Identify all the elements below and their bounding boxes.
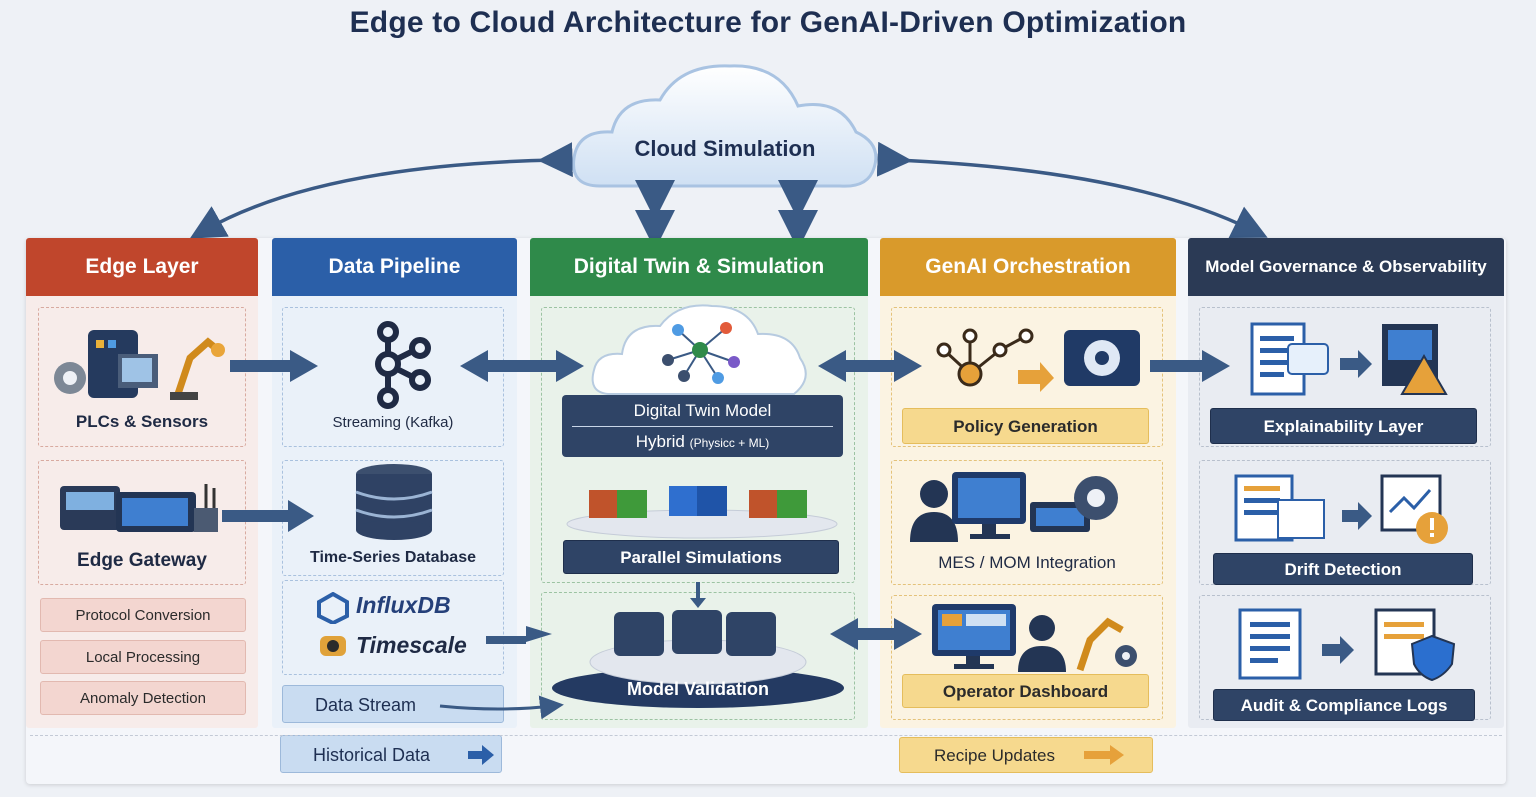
audit-logs-bar: Audit & Compliance Logs	[1213, 689, 1475, 721]
arrow-right-icon	[468, 745, 494, 765]
edge-gateway-box	[38, 460, 246, 585]
plcs-sensors-box	[38, 307, 246, 447]
mes-box	[891, 460, 1163, 585]
streaming-kafka-label: Streaming (Kafka)	[332, 414, 454, 431]
timescale-label: Timescale	[356, 632, 467, 658]
anomaly-detection-item: Anomaly Detection	[40, 681, 246, 715]
genai-header: GenAI Orchestration	[880, 238, 1176, 296]
explainability-layer-bar: Explainability Layer	[1210, 408, 1477, 444]
plc-sensor-icon	[54, 330, 225, 400]
data-stream-bar: Data Stream	[282, 685, 504, 723]
edge-gateway-label: Edge Gateway	[77, 550, 207, 571]
cloud-icon	[572, 64, 878, 188]
plcs-sensors-label: PLCs & Sensors	[75, 412, 209, 431]
hybrid-sub-label: (Physicc + ML)	[689, 436, 770, 450]
edge-layer-header: Edge Layer	[26, 238, 258, 296]
dashboard-box	[891, 595, 1163, 720]
influxdb-label: InfluxDB	[356, 592, 451, 618]
gateway-device-icon	[60, 484, 218, 532]
policy-box	[891, 307, 1163, 447]
drift-detection-bar: Drift Detection	[1213, 553, 1473, 585]
model-validation-label: Model Validation	[626, 679, 769, 699]
hybrid-label: Hybrid	[635, 432, 685, 451]
twin-network-cloud-icon	[591, 304, 807, 395]
card-divider	[572, 426, 833, 427]
cloud-simulation-label: Cloud Simulation	[634, 136, 816, 161]
policy-generation-bar: Policy Generation	[902, 408, 1149, 444]
mes-integration-label: MES / MOM Integration	[938, 553, 1116, 572]
hybrid-label-row: Hybrid (Physicc + ML)	[562, 432, 843, 452]
validation-platform-icon	[552, 582, 844, 708]
influxdb-logo-icon	[317, 592, 349, 624]
bottom-separator	[30, 735, 1502, 736]
governance-header: Model Governance & Observability	[1188, 238, 1504, 296]
historical-data-bar: Historical Data	[280, 735, 502, 773]
local-processing-item: Local Processing	[40, 640, 246, 674]
explainability-box	[1199, 307, 1491, 447]
parallel-simulations-bar: Parallel Simulations	[563, 540, 839, 574]
policy-network-icon	[936, 328, 1140, 392]
diagram-title: Edge to Cloud Architecture for GenAI-Dri…	[349, 6, 1187, 39]
data-pipeline-header: Data Pipeline	[272, 238, 517, 296]
operator-dashboard-icon	[932, 604, 1137, 672]
timescale-logo-icon	[320, 636, 346, 656]
audit-compliance-icon	[1238, 608, 1456, 682]
db-products-box	[282, 580, 504, 675]
protocol-conversion-item: Protocol Conversion	[40, 598, 246, 632]
mes-integration-icon	[910, 472, 1118, 542]
database-icon	[355, 464, 433, 540]
parallel-sim-cubes-icon	[566, 486, 838, 539]
streaming-box	[282, 307, 504, 447]
kafka-icon	[375, 321, 431, 409]
operator-dashboard-bar: Operator Dashboard	[902, 674, 1149, 708]
explainability-icon	[1250, 322, 1448, 396]
digital-twin-model-label: Digital Twin Model	[633, 401, 772, 420]
tsdb-label: Time-Series Database	[309, 549, 476, 566]
arrow-right-icon	[1084, 745, 1124, 765]
digital-twin-header: Digital Twin & Simulation	[530, 238, 868, 296]
drift-detection-icon	[1234, 474, 1448, 544]
